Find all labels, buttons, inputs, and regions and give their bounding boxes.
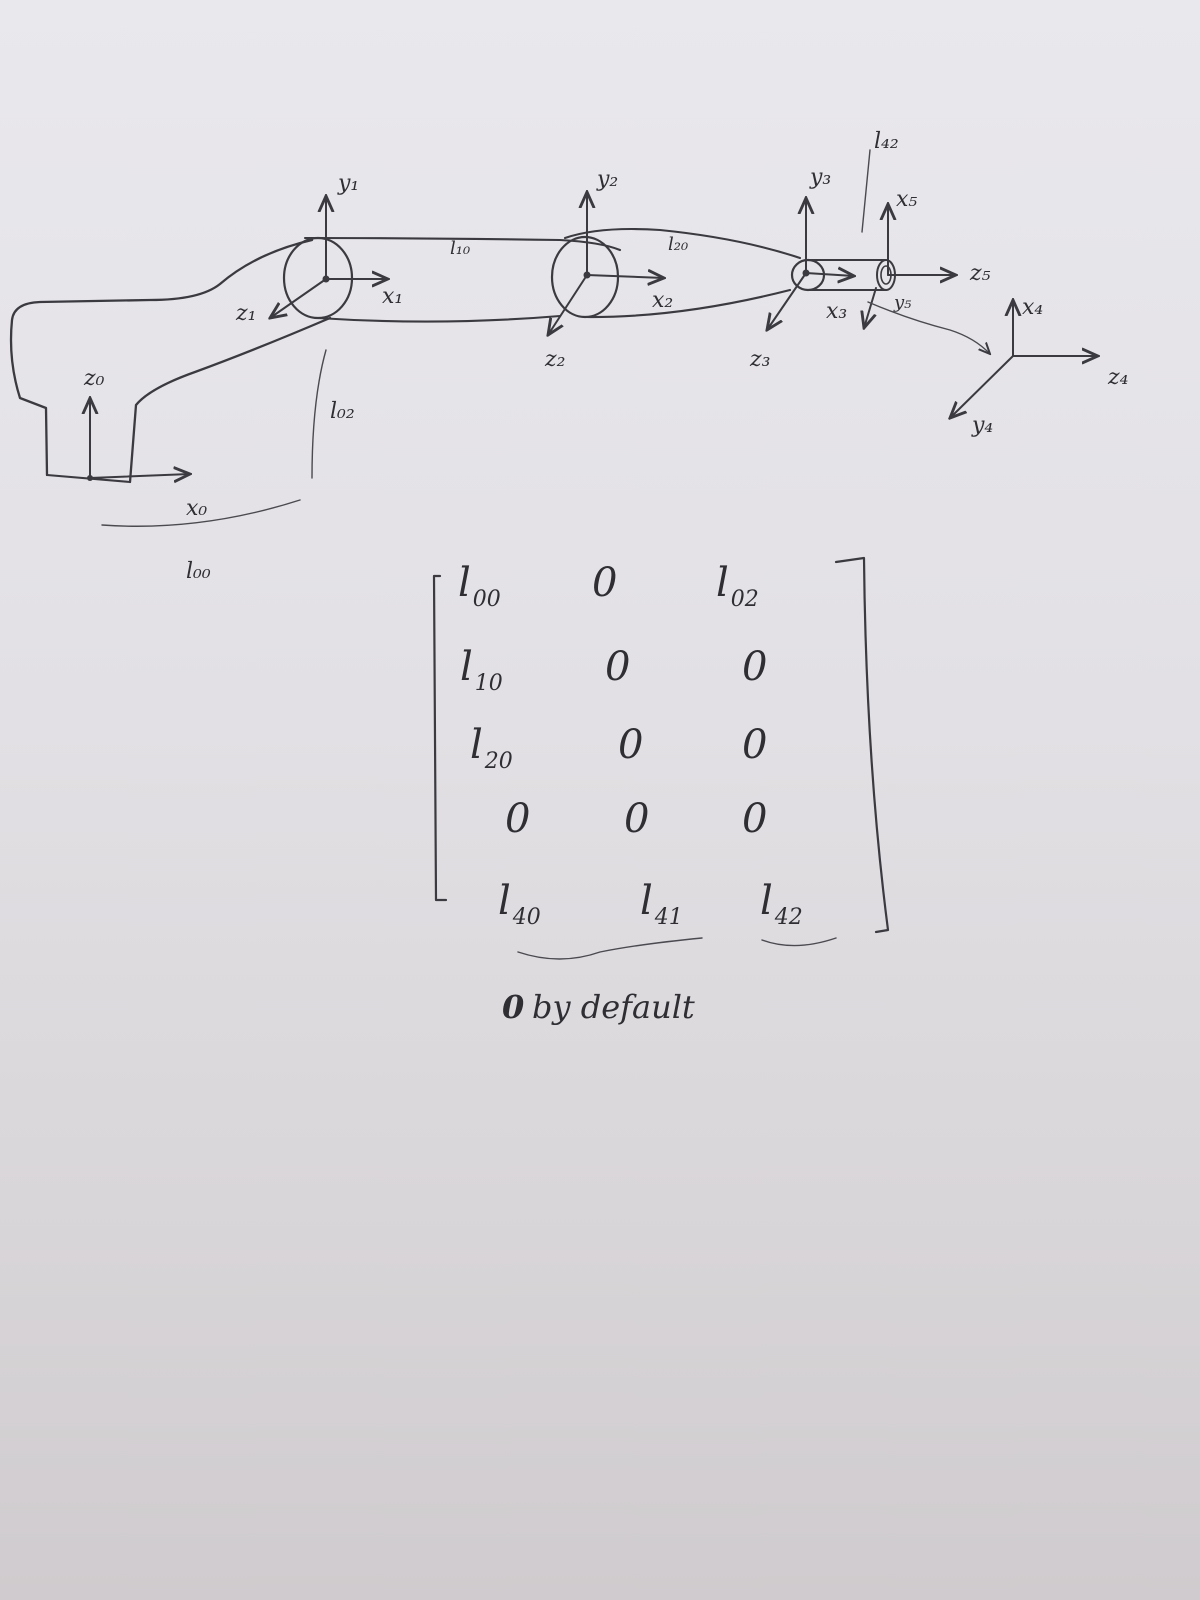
frame-3-axes: [767, 198, 854, 330]
y2-label: y₂: [596, 167, 618, 192]
y4-label: y₄: [971, 413, 993, 438]
z3-label: z₃: [749, 347, 770, 372]
l02-brace: [311, 349, 327, 479]
matrix-cell-subscript: 41: [654, 905, 683, 930]
z4-label: z₄: [1107, 365, 1128, 390]
l42-leader: [861, 149, 871, 233]
matrix-cell-base: l: [458, 560, 471, 606]
transform-arrow: [867, 301, 990, 354]
y5-label: y₅: [893, 292, 911, 313]
matrix-cell-base: l: [760, 878, 773, 924]
matrix-cell-r1-c0: l10: [460, 644, 503, 696]
matrix-cell-r4-c0: l40: [498, 878, 541, 930]
z2-label: z₂: [544, 347, 565, 372]
l10-label: l₁₀: [450, 238, 470, 259]
matrix-cell-subscript: 42: [774, 905, 803, 930]
matrix-cell-r3-c1: 0: [624, 796, 649, 842]
matrix-cell-base: l: [716, 560, 729, 606]
matrix-cell-subscript: 02: [731, 587, 759, 612]
z0-label: z₀: [83, 366, 105, 391]
matrix-cell-r4-c1: l41: [640, 878, 683, 930]
frame-1-axes: [270, 196, 388, 318]
l02-label: l₀₂: [330, 399, 355, 424]
matrix-cell-r1-c2: 0: [742, 644, 767, 690]
matrix-cell-subscript: 00: [473, 587, 501, 612]
matrix-cell-base: 0: [505, 796, 530, 842]
matrix-cell-base: 0: [742, 796, 767, 842]
group-brace-l40-l41: [517, 937, 703, 960]
x3-label: x₃: [826, 299, 847, 324]
z5-label: z₅: [969, 261, 991, 286]
x2-label: x₂: [652, 288, 673, 313]
matrix-cell-r2-c2: 0: [742, 722, 767, 768]
matrix-cell-base: 0: [592, 560, 617, 606]
frame-0-axes: [87, 398, 190, 481]
matrix-cell-subscript: 10: [475, 671, 503, 696]
x0-label: x₀: [186, 496, 207, 521]
group-brace-l42: [761, 937, 837, 947]
matrix-cell-base: l: [498, 878, 511, 924]
l42-label: l₄₂: [874, 129, 899, 154]
matrix-cell-base: l: [460, 644, 473, 690]
matrix-cell-r3-c2: 0: [742, 796, 767, 842]
matrix-cell-r2-c1: 0: [618, 722, 643, 768]
matrix-cell-r2-c0: l20: [470, 722, 513, 774]
y1-label: y₁: [337, 171, 359, 196]
matrix-cell-r0-c2: l02: [716, 560, 759, 612]
matrix-cell-subscript: 40: [512, 905, 541, 930]
matrix-cell-r0-c0: l00: [458, 560, 501, 612]
l20-label: l₂₀: [668, 234, 688, 255]
z1-label: z₁: [235, 301, 256, 326]
matrix-cell-base: 0: [605, 644, 630, 690]
matrix-cell-r0-c1: 0: [592, 560, 617, 606]
matrix-cell-base: 0: [618, 722, 643, 768]
matrix-cell-base: 0: [624, 796, 649, 842]
matrix-cell-base: l: [640, 878, 653, 924]
matrix-cell-base: l: [470, 722, 483, 768]
note-symbol: 0: [502, 988, 524, 1026]
matrix-cell-base: 0: [742, 644, 767, 690]
x4-label: x₄: [1022, 295, 1043, 320]
matrix-cell-r4-c2: l42: [760, 878, 803, 930]
frame-4-axes: [950, 300, 1098, 418]
note-text: by default: [532, 988, 695, 1026]
x5-label: x₅: [896, 187, 917, 212]
matrix-cell-r3-c0: 0: [505, 796, 530, 842]
l00-brace: [101, 499, 301, 527]
frame-2-axes: [548, 192, 664, 335]
matrix-brackets: [432, 556, 890, 934]
l00-label: l₀₀: [186, 559, 211, 584]
matrix-cell-r1-c1: 0: [605, 644, 630, 690]
y3-label: y₃: [809, 165, 831, 190]
x1-label: x₁: [382, 284, 403, 309]
matrix-cell-base: 0: [742, 722, 767, 768]
frame-5-axes: [864, 204, 956, 328]
matrix-cell-subscript: 20: [484, 749, 513, 774]
